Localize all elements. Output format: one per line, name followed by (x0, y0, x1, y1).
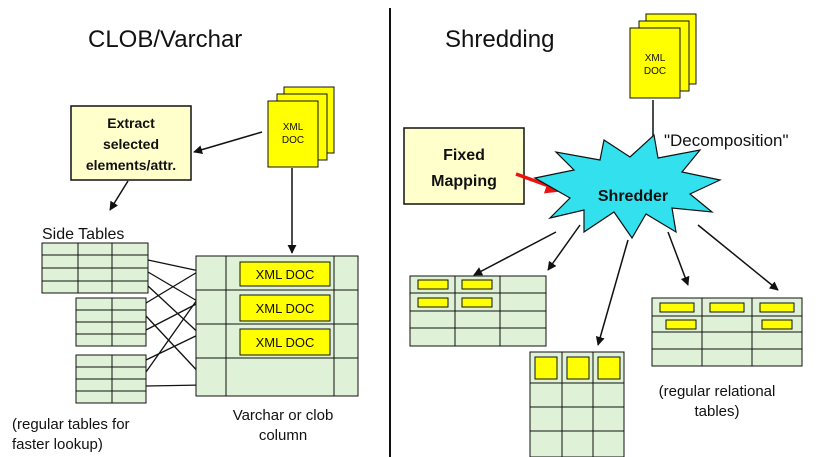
arrow-doc-to-extract (193, 131, 263, 155)
extract-box: Extract selected elements/attr. (70, 105, 192, 181)
side-table-links (145, 259, 205, 390)
xml-doc-stack-left: XML DOC (267, 86, 335, 168)
relational-table-2 (529, 351, 625, 457)
shredding-title: Shredding (445, 26, 554, 53)
xml-cell-2-bg (239, 294, 331, 322)
xml-cell-1: XML DOC (256, 267, 315, 282)
xml-doc-right-line1: XML (645, 53, 666, 64)
relational-note-line2: tables) (694, 403, 739, 420)
clob-varchar-title: CLOB/Varchar (88, 26, 242, 53)
relational-table-1 (409, 275, 547, 347)
xml-cell-1-bg (239, 261, 331, 287)
xml-doc-right-line2: DOC (644, 66, 666, 77)
xml-cell-3: XML DOC (256, 335, 315, 350)
side-tables-note-line2: faster lookup) (12, 436, 103, 453)
shredder-label: Shredder (598, 188, 668, 205)
extract-line3: elements/attr. (86, 157, 176, 173)
column-label-line1: Varchar or clob (233, 407, 334, 424)
fixed-mapping-box: Fixed Mapping (403, 127, 525, 205)
shredder-starburst (533, 133, 722, 240)
relational-note-line1: (regular relational (659, 383, 776, 400)
xml-cell-3-bg (239, 328, 331, 356)
extract-line2: selected (103, 136, 159, 152)
xml-cell-2: XML DOC (256, 301, 315, 316)
arrow-extract-to-side (109, 180, 129, 211)
decomposition-label: "Decomposition" (664, 131, 789, 150)
xml-doc-left-line2: DOC (282, 135, 304, 146)
side-table-3 (75, 354, 147, 404)
side-tables-note-line1: (regular tables for (12, 416, 130, 433)
xml-doc-stack-right: XML DOC (629, 13, 697, 99)
xml-doc-left-line1: XML (283, 122, 304, 133)
column-label-line2: column (259, 427, 307, 444)
side-tables-label: Side Tables (42, 226, 124, 243)
side-table-1 (41, 242, 149, 294)
fixed-mapping-line1: Fixed (443, 147, 485, 164)
relational-table-3 (651, 297, 803, 367)
side-table-2 (75, 297, 147, 347)
extract-line1: Extract (107, 115, 155, 131)
shredder-output-arrows (473, 224, 779, 346)
fixed-mapping-line2: Mapping (431, 173, 497, 190)
